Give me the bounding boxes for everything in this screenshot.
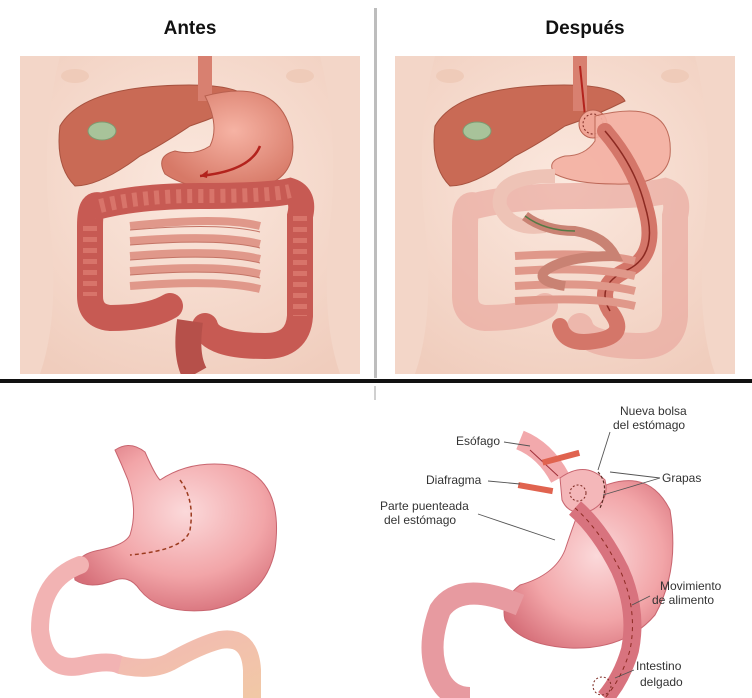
- label-intestino-line2: delgado: [640, 675, 683, 689]
- label-parte-line2: del estómago: [384, 513, 456, 527]
- before-title: Antes: [120, 18, 260, 40]
- vertical-divider-lower: [374, 386, 376, 400]
- label-nueva-bolsa-line1: Nueva bolsa: [620, 404, 687, 418]
- label-nueva-bolsa: Nueva bolsa del estómago: [598, 404, 687, 470]
- label-grapas-text: Grapas: [662, 471, 701, 485]
- after-title: Después: [500, 18, 670, 40]
- normal-stomach-illustration: [20, 440, 350, 698]
- label-parte-line1: Parte puenteada: [380, 499, 469, 513]
- label-esofago-text: Esófago: [456, 434, 500, 448]
- bypass-stomach-diagram: Nueva bolsa del estómago Esófago Diafrag…: [370, 400, 752, 698]
- label-movimiento-line2: de alimento: [652, 593, 714, 607]
- label-diafragma: Diafragma: [426, 473, 520, 487]
- label-parte-puenteada: Parte puenteada del estómago: [380, 499, 555, 540]
- horizontal-divider: [0, 379, 752, 383]
- label-diafragma-text: Diafragma: [426, 473, 482, 487]
- after-torso-illustration: [395, 56, 735, 374]
- label-nueva-bolsa-line2: del estómago: [613, 418, 685, 432]
- label-intestino-line1: Intestino: [636, 659, 682, 673]
- before-torso-illustration: [20, 56, 360, 374]
- label-movimiento-line1: Movimiento: [660, 579, 722, 593]
- vertical-divider: [374, 8, 377, 378]
